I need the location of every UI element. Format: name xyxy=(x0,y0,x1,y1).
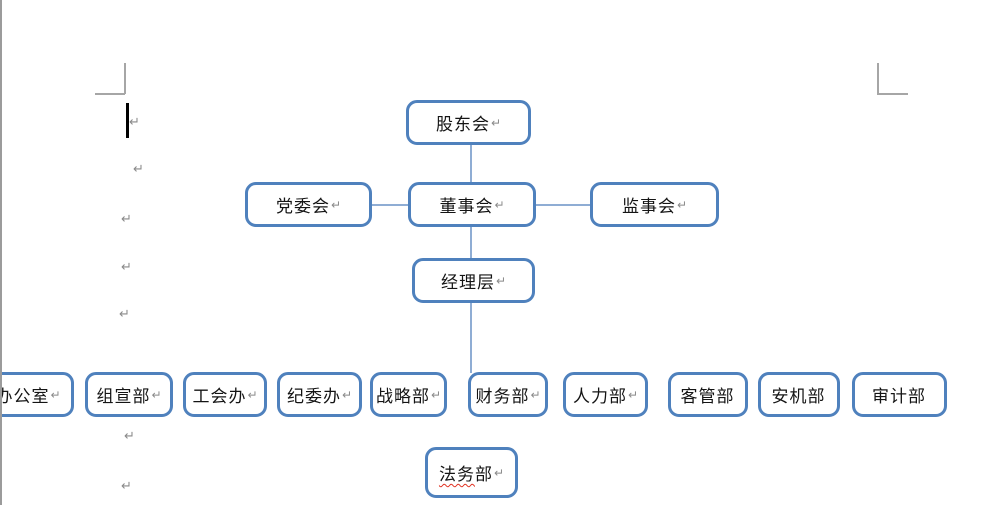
org-node-label: 党委会 xyxy=(275,197,330,217)
paragraph-mark: ↵ xyxy=(121,260,132,275)
org-node-board[interactable]: 董事会↵ xyxy=(408,182,536,227)
page-edge-line xyxy=(0,0,2,505)
paragraph-mark: ↵ xyxy=(119,307,130,322)
org-node-label: 部 xyxy=(474,465,493,485)
paragraph-mark: ↵ xyxy=(247,387,258,402)
org-node-dept-labor-union[interactable]: 工会办↵ xyxy=(183,372,267,417)
paragraph-mark: ↵ xyxy=(494,197,505,212)
paragraph-mark: ↵ xyxy=(129,115,140,130)
org-node-dept-hr[interactable]: 人力部↵ xyxy=(563,372,648,417)
org-node-management[interactable]: 经理层↵ xyxy=(412,258,535,303)
margin-mark-top-right-vertical xyxy=(877,63,879,94)
paragraph-mark: ↵ xyxy=(151,387,162,402)
org-node-label: 审计部 xyxy=(872,387,926,407)
org-node-label: 纪委办 xyxy=(286,387,341,407)
connector-shareholders-board[interactable] xyxy=(470,144,472,183)
paragraph-mark: ↵ xyxy=(133,162,144,177)
paragraph-mark: ↵ xyxy=(495,273,507,288)
org-node-label: 财务部 xyxy=(475,387,530,407)
org-node-label: 组宣部 xyxy=(96,387,151,407)
paragraph-mark: ↵ xyxy=(493,465,505,480)
org-node-supervisory[interactable]: 监事会↵ xyxy=(590,182,719,227)
org-node-legal[interactable]: 法务部↵ xyxy=(425,447,518,498)
connector-board-management[interactable] xyxy=(470,226,472,259)
connector-party-board[interactable] xyxy=(372,204,409,206)
org-node-label-spellchecked: 法务 xyxy=(438,465,475,485)
org-node-dept-audit[interactable]: 审计部 xyxy=(852,372,947,417)
paragraph-mark: ↵ xyxy=(121,479,132,494)
org-node-dept-finance[interactable]: 财务部↵ xyxy=(468,372,548,417)
org-node-label: 工会办 xyxy=(192,387,247,407)
org-node-label: 股东会 xyxy=(435,115,490,135)
paragraph-mark: ↵ xyxy=(676,197,688,212)
connector-board-supervisory[interactable] xyxy=(536,204,591,206)
margin-mark-top-left-vertical xyxy=(124,63,126,94)
paragraph-mark: ↵ xyxy=(430,387,442,402)
org-node-label: 安机部 xyxy=(771,387,826,407)
org-node-label: 董事会 xyxy=(439,197,494,217)
org-node-shareholders[interactable]: 股东会↵ xyxy=(406,100,531,145)
margin-mark-top-right-horizontal xyxy=(877,93,908,95)
paragraph-mark: ↵ xyxy=(121,212,132,227)
org-node-party-committee[interactable]: 党委会↵ xyxy=(245,182,372,227)
paragraph-mark: ↵ xyxy=(330,197,342,212)
paragraph-mark: ↵ xyxy=(490,115,502,130)
paragraph-mark: ↵ xyxy=(50,387,61,402)
text-cursor xyxy=(126,103,129,138)
org-node-label: 战略部 xyxy=(375,387,430,407)
org-node-label: 客管部 xyxy=(680,387,735,407)
org-node-dept-office[interactable]: 办公室↵ xyxy=(0,372,74,417)
paragraph-mark: ↵ xyxy=(341,387,353,402)
org-node-label: 人力部 xyxy=(572,387,627,407)
margin-mark-top-left-horizontal xyxy=(95,93,125,95)
org-node-dept-security[interactable]: 安机部 xyxy=(758,372,840,417)
org-node-dept-discipline[interactable]: 纪委办↵ xyxy=(277,372,362,417)
org-node-label: 办公室 xyxy=(0,387,50,407)
paragraph-mark: ↵ xyxy=(124,429,135,444)
org-node-dept-customer[interactable]: 客管部 xyxy=(668,372,748,417)
paragraph-mark: ↵ xyxy=(627,387,639,402)
paragraph-mark: ↵ xyxy=(530,387,541,402)
org-node-dept-organization-publicity[interactable]: 组宣部↵ xyxy=(85,372,173,417)
org-node-label: 监事会 xyxy=(621,197,676,217)
org-node-label: 经理层 xyxy=(440,273,495,293)
org-node-dept-strategy[interactable]: 战略部↵ xyxy=(370,372,447,417)
connector-management-departments[interactable] xyxy=(470,302,472,373)
